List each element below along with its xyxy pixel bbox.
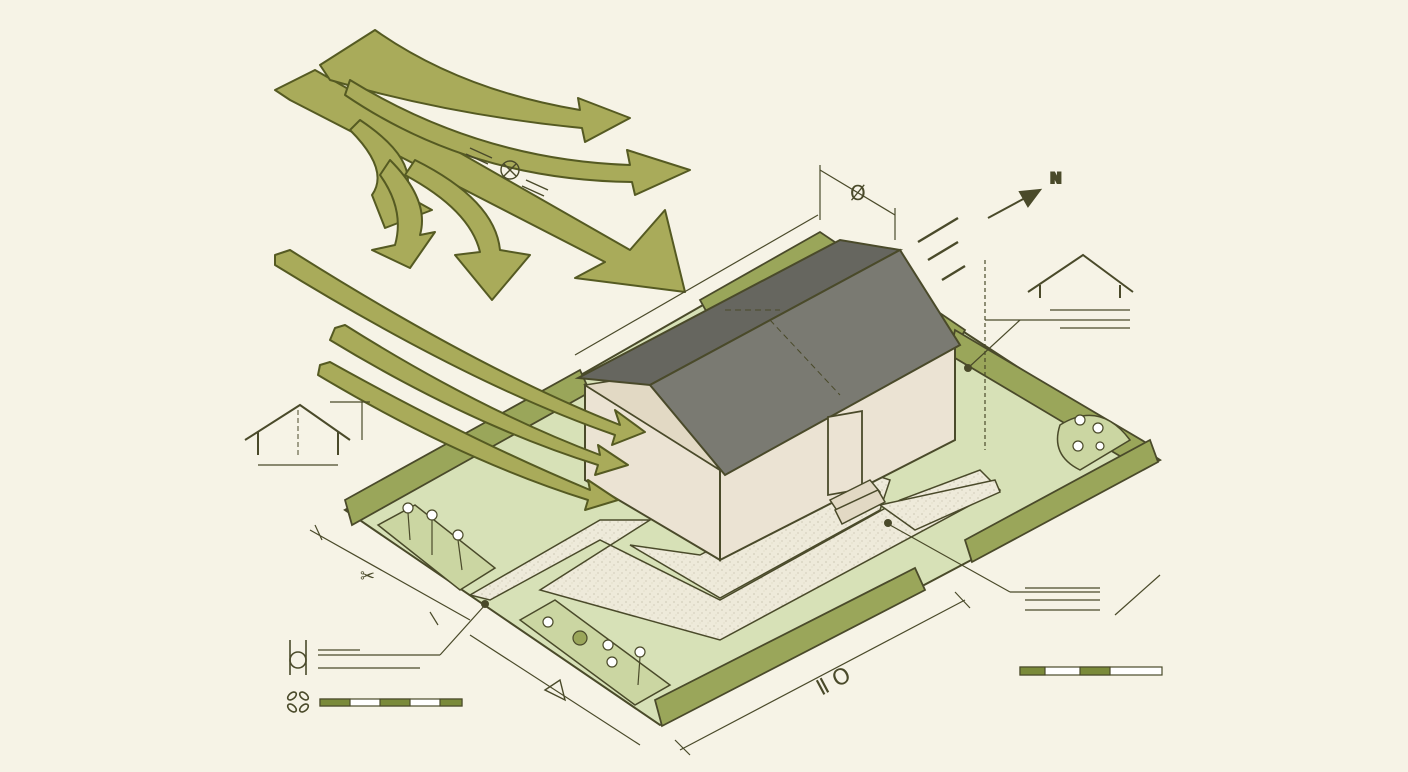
flower [542, 616, 554, 628]
front-door [827, 409, 863, 497]
airflow-arrow-upper2 [344, 79, 691, 196]
airflow-arrow-low1 [274, 249, 646, 446]
gate-symbol-icon [289, 640, 307, 675]
hedge-right-front [963, 438, 1160, 564]
bed-front [518, 599, 672, 706]
flower [1092, 422, 1104, 434]
airflow-arrow-down3 [404, 159, 531, 301]
scale-bar-left [319, 698, 463, 707]
gravel-path-main [468, 469, 1002, 641]
airflow-arrow-low3 [317, 361, 619, 511]
flower [402, 502, 414, 514]
airflow-arrow-low2 [329, 324, 629, 476]
flower [426, 509, 438, 521]
airflow-arrow-upper [319, 29, 631, 143]
triangle-marker [543, 678, 567, 702]
flower [1074, 414, 1086, 426]
flower [1072, 440, 1084, 452]
north-label: N [1050, 171, 1062, 187]
roof-right [648, 248, 962, 477]
planting-beds [376, 414, 1132, 706]
dimension-lines [309, 165, 1161, 756]
gravel-path-side [878, 479, 1001, 531]
front-dimension-label: Ⅱ O [813, 663, 856, 702]
scale-bar-right [1019, 666, 1163, 676]
flowers-right [1072, 414, 1105, 452]
door-steps [828, 479, 887, 526]
flower [634, 646, 646, 658]
airflow-arrows [274, 29, 691, 511]
left-dimension-label: ✂ [360, 566, 375, 587]
flower [602, 639, 614, 651]
roof-section-right [1027, 253, 1134, 298]
bed-left [376, 504, 497, 591]
flowers-left [402, 502, 464, 571]
flowers-front [542, 616, 646, 686]
flower [572, 630, 588, 646]
flower [1095, 441, 1105, 451]
flower [452, 529, 464, 541]
flower-symbol-icon [286, 691, 310, 713]
dimension-dots [481, 364, 972, 608]
hedge-front [653, 566, 927, 728]
arrow-markings [465, 147, 549, 197]
airflow-arrow-down2 [371, 159, 436, 269]
wind-ticks [917, 216, 966, 282]
north-arrow-icon: N [987, 170, 1063, 219]
flower [606, 656, 618, 668]
top-dimension-label: Ø [850, 181, 866, 205]
roof-section-left [244, 401, 370, 466]
